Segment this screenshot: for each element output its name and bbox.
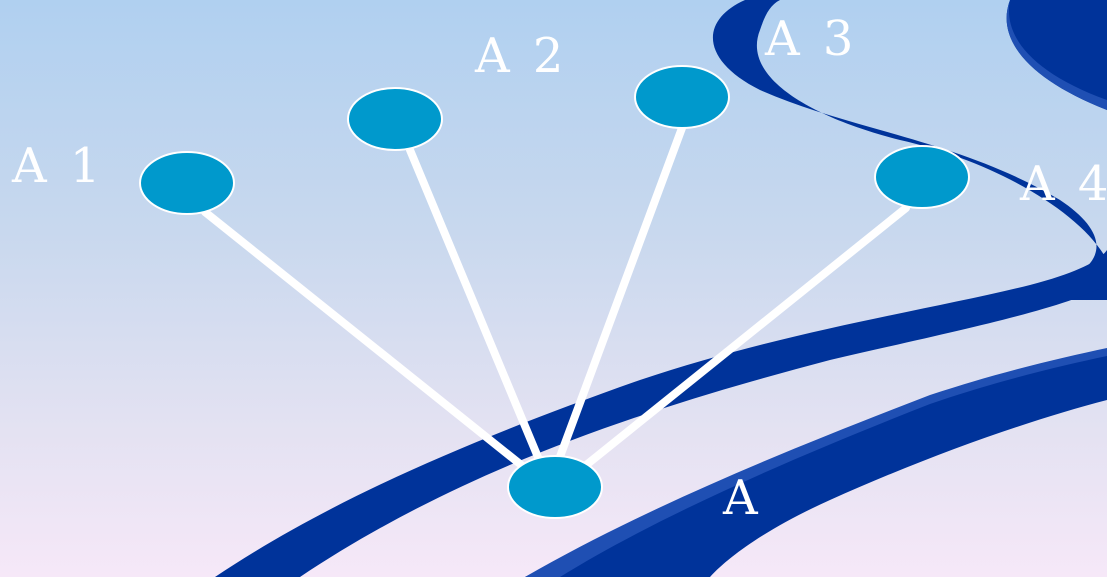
label-a4: A 4 [1019, 156, 1107, 212]
node-a4 [874, 145, 970, 209]
edges [201, 124, 910, 484]
label-a1: A 1 [11, 138, 104, 194]
node-a3 [634, 65, 730, 129]
swoosh-middle-ribbon [215, 250, 1107, 577]
swoosh-lower-ribbon-edge [525, 348, 1107, 577]
nodes [139, 65, 970, 519]
swoosh-upper-arc [712, 0, 1107, 300]
label-a2: A 2 [474, 28, 567, 84]
labels: A 1 A 2 A 3 A 4 A [11, 11, 1107, 526]
swoosh-top-right [1006, 0, 1107, 110]
background-swooshes [215, 0, 1107, 577]
edge-a-a4 [576, 204, 910, 474]
label-a3: A 3 [764, 11, 857, 67]
edge-a-a2 [406, 146, 544, 466]
edge-a-a1 [201, 208, 544, 484]
edge-a-a3 [554, 124, 686, 466]
node-a2 [347, 87, 443, 151]
node-a1 [139, 151, 235, 215]
label-a: A [722, 470, 759, 526]
node-a [507, 455, 603, 519]
swoosh-lower-ribbon [525, 350, 1107, 577]
swoosh-top-right-edge [1006, 0, 1107, 110]
